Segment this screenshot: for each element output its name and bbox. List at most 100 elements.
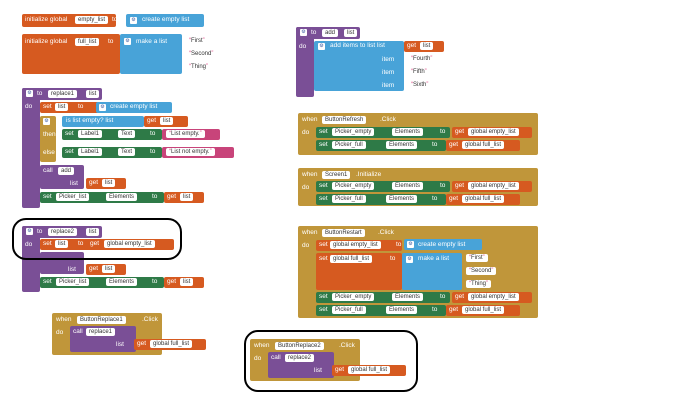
procedure-name-field[interactable]: replace1 [48,90,78,98]
string-fourth[interactable]: Fourth [408,55,436,63]
gear-icon[interactable]: ⚙ [406,256,413,263]
var-dropdown[interactable]: global full_list [150,340,193,348]
component-dropdown[interactable]: Picker_list [56,278,90,286]
string-thing[interactable]: Thing [466,280,492,288]
component-dropdown[interactable]: Picker_empty [332,182,375,190]
var-dropdown[interactable]: global full_list [330,255,373,263]
component-dropdown[interactable]: Picker_empty [332,293,375,301]
var-dropdown[interactable]: global full_list [462,141,505,149]
var-name-field[interactable]: empty_list [75,16,109,24]
component-dropdown[interactable]: Picker_full [332,306,366,314]
set-label1-text-block[interactable] [62,147,162,158]
set-label1-text-block[interactable] [62,129,162,140]
property-dropdown[interactable]: Text [118,148,136,156]
procedure-name-field[interactable]: replace2 [48,228,78,236]
component-dropdown[interactable]: Picker_empty [332,128,375,136]
create-empty-list-block[interactable] [126,14,204,27]
var-dropdown[interactable]: list [102,179,116,187]
component-dropdown[interactable]: Label1 [78,130,103,138]
var-dropdown[interactable]: list [180,278,194,286]
var-dropdown[interactable]: global full_list [348,366,391,374]
procedure-replace1[interactable] [22,88,40,208]
string-first[interactable]: First [186,37,208,45]
var-dropdown[interactable]: global empty_list [104,240,155,248]
call-add-block[interactable] [40,252,84,274]
property-dropdown[interactable]: Elements [386,306,418,314]
gear-icon[interactable]: ⚙ [130,17,137,24]
gear-icon[interactable]: ⚙ [26,90,33,97]
set-picker-empty-elements[interactable] [316,127,450,138]
gear-icon[interactable]: ⚙ [43,118,50,125]
var-name-field[interactable]: full_list [75,38,100,46]
procedure-dropdown[interactable]: replace2 [285,354,315,362]
procedure-name-field[interactable]: add [322,29,339,37]
gear-icon[interactable]: ⚙ [99,104,106,111]
component-dropdown[interactable]: Screen1 [322,171,351,179]
set-picker-full-elements[interactable] [316,194,446,205]
component-dropdown[interactable]: ButtonReplace2 [275,342,324,350]
var-dropdown[interactable]: list [102,265,116,273]
string-second[interactable]: Second [466,267,497,275]
property-dropdown[interactable]: Elements [386,141,418,149]
property-dropdown[interactable]: Text [118,130,136,138]
component-dropdown[interactable]: ButtonRestart [322,229,365,237]
property-dropdown[interactable]: Elements [106,278,138,286]
property-dropdown[interactable]: Elements [392,182,424,190]
component-dropdown[interactable]: Picker_full [332,141,366,149]
string-fifth[interactable]: Fifth [408,68,430,76]
set-picker-full-elements[interactable] [316,140,446,151]
procedure-dropdown[interactable]: add [58,167,75,175]
var-dropdown[interactable]: global empty_list [468,182,519,190]
set-picker-empty-elements[interactable] [316,181,450,192]
var-dropdown[interactable]: list [160,117,174,125]
property-dropdown[interactable]: Elements [392,128,424,136]
create-empty-list-block[interactable] [96,102,172,113]
string-list-not-empty[interactable]: List not empty. [166,148,215,156]
string-first[interactable]: First [466,254,488,262]
component-dropdown[interactable]: Picker_full [332,195,366,203]
create-empty-list-block[interactable] [404,239,482,250]
component-dropdown[interactable]: Label1 [78,148,103,156]
set-list-block[interactable] [40,102,102,113]
gear-icon[interactable]: ⚙ [300,29,307,36]
component-dropdown[interactable]: ButtonReplace1 [77,316,126,324]
string-thing[interactable]: Thing [186,63,212,71]
param-field[interactable]: list [344,29,358,37]
is-list-empty-block[interactable] [62,116,144,127]
highlight-oval-replace2 [12,218,182,260]
string-sixth[interactable]: Sixth [408,81,432,89]
component-dropdown[interactable]: ButtonRefresh [322,116,367,124]
procedure-dropdown[interactable]: replace1 [86,328,116,336]
set-picker-list-elements[interactable] [40,277,164,288]
param-field[interactable]: list [86,228,100,236]
var-dropdown[interactable]: list [55,103,69,111]
var-dropdown[interactable]: list [55,240,69,248]
add-items-to-list-block[interactable] [314,41,404,91]
property-dropdown[interactable]: Elements [386,195,418,203]
if-block[interactable] [40,116,56,162]
component-dropdown[interactable]: Picker_list [56,193,90,201]
to-label: to [440,182,446,189]
property-dropdown[interactable]: Elements [106,193,138,201]
string-second[interactable]: Second [186,50,217,58]
string-list-empty[interactable]: List empty. [166,130,205,138]
gear-icon[interactable]: ⚙ [124,38,131,45]
init-global-full-list[interactable] [22,34,120,74]
var-dropdown[interactable]: global full_list [462,306,505,314]
procedure-add[interactable] [296,27,314,97]
var-dropdown[interactable]: global empty_list [468,128,519,136]
gear-icon[interactable]: ⚙ [407,241,414,248]
var-dropdown[interactable]: global full_list [462,195,505,203]
var-dropdown[interactable]: global empty_list [468,293,519,301]
var-dropdown[interactable]: global empty_list [330,241,381,249]
var-dropdown[interactable]: list [180,193,194,201]
set-picker-empty-elements[interactable] [316,292,450,303]
list-label: list [68,266,76,273]
var-dropdown[interactable]: list [420,42,434,50]
property-dropdown[interactable]: Elements [392,293,424,301]
gear-icon[interactable]: ⚙ [318,43,325,50]
set-picker-list-elements[interactable] [40,192,164,203]
param-field[interactable]: list [86,90,100,98]
gear-icon[interactable]: ⚙ [26,228,33,235]
set-picker-full-elements[interactable] [316,305,446,316]
